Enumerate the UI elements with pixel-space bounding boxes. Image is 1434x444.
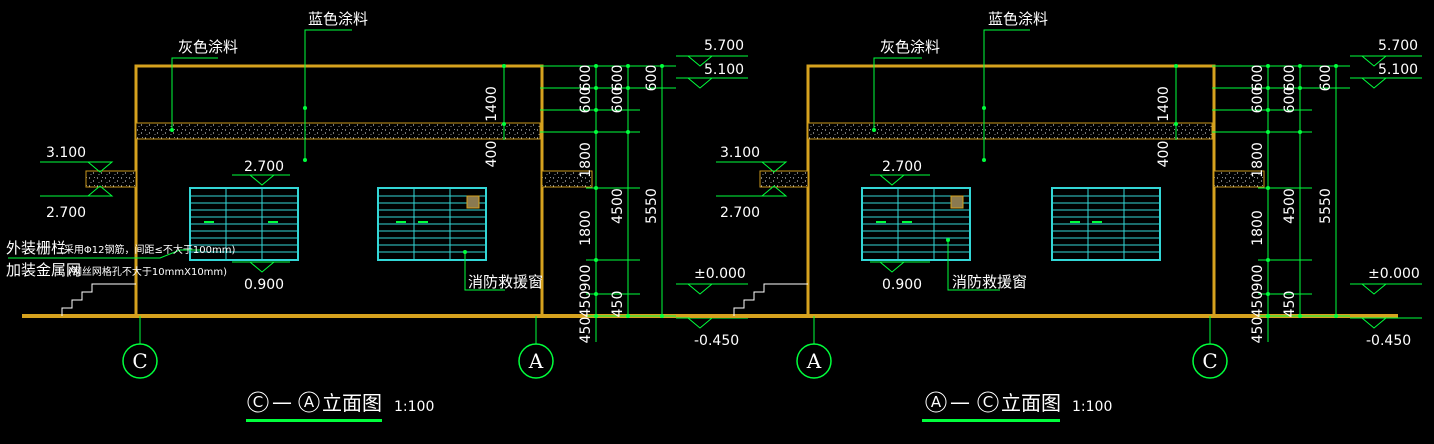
title-circle-middle-label: C <box>983 393 993 411</box>
dim-900: 900 <box>1250 265 1266 292</box>
level-neg0450: -0.450 <box>1366 333 1411 349</box>
title-circle-middle <box>977 391 999 413</box>
title-text: 立面图 <box>322 391 382 415</box>
grid-bubble-right <box>518 343 554 379</box>
dim-600e: 600 <box>644 65 660 92</box>
level-0900: 0.900 <box>244 277 284 293</box>
label-mesh-note: (钢丝网格孔不大于10mmX10mm) <box>68 265 227 278</box>
grid-bubble-left <box>796 343 832 379</box>
dim-900: 900 <box>578 265 594 292</box>
window-fire-rescue <box>377 187 487 261</box>
label-grey-paint: 灰色涂料 <box>880 38 940 56</box>
level-5100: 5.100 <box>1378 62 1418 78</box>
dim-1800a: 1800 <box>1250 142 1266 178</box>
grid-label-left: C <box>132 349 147 373</box>
dim-450c: 450 <box>1282 291 1298 318</box>
title-dash: — <box>272 390 292 414</box>
label-fire-window: 消防救援窗 <box>468 273 543 291</box>
dim-450a: 450 <box>1250 291 1266 318</box>
level-3100: 3.100 <box>46 145 86 161</box>
dim-450b: 450 <box>578 317 594 344</box>
left-canopy <box>85 170 137 188</box>
dim-400: 400 <box>1156 141 1172 168</box>
dim-400: 400 <box>484 141 500 168</box>
dim-600d: 600 <box>610 87 626 114</box>
dim-600b: 600 <box>1250 87 1266 114</box>
dim-4500: 4500 <box>610 188 626 224</box>
dim-4500: 4500 <box>1282 188 1298 224</box>
grid-label-right: C <box>1202 349 1217 373</box>
dim-450c: 450 <box>610 291 626 318</box>
title-underline <box>922 419 1060 422</box>
steps <box>61 283 136 316</box>
label-mesh: 加装金属网 <box>6 261 81 279</box>
level-neg0450: -0.450 <box>694 333 739 349</box>
title-circle-prefix-label: A <box>931 393 942 411</box>
window-left <box>189 187 299 261</box>
window-right <box>1051 187 1161 261</box>
title-circle-prefix <box>925 391 947 413</box>
level-5100: 5.100 <box>704 62 744 78</box>
title-text: 立面图 <box>1001 391 1061 415</box>
dim-450a: 450 <box>578 291 594 318</box>
title-underline <box>246 419 382 422</box>
dim-600a: 600 <box>1250 65 1266 92</box>
right-canopy <box>1213 170 1265 188</box>
title-circle-middle <box>298 391 320 413</box>
dim-1400: 1400 <box>1156 86 1172 122</box>
level-2700-window: 2.700 <box>882 159 922 175</box>
level-0000: ±0.000 <box>694 266 746 282</box>
dim-600a: 600 <box>578 65 594 92</box>
building-outline <box>134 64 544 316</box>
dim-600c: 600 <box>610 65 626 92</box>
dim-5550: 5550 <box>644 188 660 224</box>
dim-1800b: 1800 <box>578 210 594 246</box>
title-dash: — <box>950 390 970 414</box>
level-5700: 5.700 <box>704 38 744 54</box>
steps <box>733 283 808 316</box>
dim-5550: 5550 <box>1318 188 1334 224</box>
label-blue-paint: 蓝色涂料 <box>988 10 1048 28</box>
grid-bubble-right <box>1192 343 1228 379</box>
level-5700: 5.700 <box>1378 38 1418 54</box>
title-circle-prefix <box>247 391 269 413</box>
dim-1800a: 1800 <box>578 142 594 178</box>
decorative-band <box>135 122 541 140</box>
label-fire-window: 消防救援窗 <box>952 273 1027 291</box>
title-circle-prefix-label: C <box>253 393 263 411</box>
window-fire-rescue <box>861 187 971 261</box>
right-elevation: A C A — C 立面图 1:100 灰色涂料 蓝色涂料 消防救援窗 3.10… <box>690 10 1422 422</box>
dim-1400: 1400 <box>484 86 500 122</box>
title-scale: 1:100 <box>1072 399 1112 415</box>
title-circle-middle-label: A <box>304 393 315 411</box>
grid-label-right: A <box>528 349 544 373</box>
left-canopy <box>759 170 809 188</box>
grid-bubble-left <box>122 343 158 379</box>
dim-600c: 600 <box>1282 65 1298 92</box>
label-blue-paint: 蓝色涂料 <box>308 10 368 28</box>
title-scale: 1:100 <box>394 399 434 415</box>
level-2700-left: 2.700 <box>720 205 760 221</box>
dim-600e: 600 <box>1318 65 1334 92</box>
right-canopy <box>541 170 593 188</box>
dim-600b: 600 <box>578 87 594 114</box>
level-3100: 3.100 <box>720 145 760 161</box>
decorative-band <box>807 122 1213 140</box>
level-0900: 0.900 <box>882 277 922 293</box>
level-0000: ±0.000 <box>1368 266 1420 282</box>
dim-1800b: 1800 <box>1250 210 1266 246</box>
label-railing: 外装栅栏 <box>6 239 66 257</box>
grid-label-left: A <box>806 349 822 373</box>
label-grey-paint: 灰色涂料 <box>178 38 238 56</box>
level-2700-window: 2.700 <box>244 159 284 175</box>
dim-600d: 600 <box>1282 87 1298 114</box>
dim-450b: 450 <box>1250 317 1266 344</box>
level-2700-left: 2.700 <box>46 205 86 221</box>
left-elevation: C A C — A 立面图 1:100 灰色涂料 蓝色涂料 外装栅栏 (采用Φ1… <box>6 10 748 422</box>
building-outline <box>806 64 1216 316</box>
label-railing-note: (采用Φ12钢筋，间距≤不大于100mm) <box>60 243 235 256</box>
